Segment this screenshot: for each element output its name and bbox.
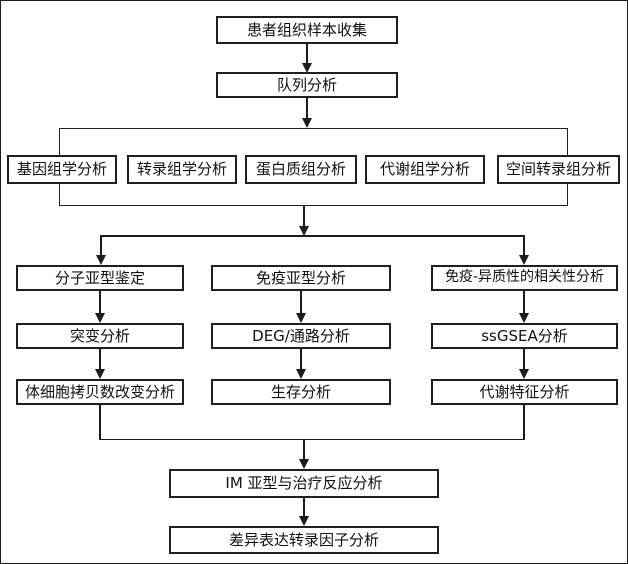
node-im-subtype-treatment-response-label: IM 亚型与治疗反应分析 xyxy=(225,474,383,493)
arrow-cohort-to-omics-head xyxy=(302,118,312,128)
node-immune-subtype: 免疫亚型分析 xyxy=(211,265,391,291)
arrow-merge-to-im-head xyxy=(299,459,309,469)
node-scna-analysis-label: 体细胞拷贝数改变分析 xyxy=(24,382,175,401)
node-genomics-label: 基因组学分析 xyxy=(16,160,107,179)
arrow-merge-to-im-line xyxy=(303,440,305,460)
node-ssgsea-analysis-label: ssGSEA分析 xyxy=(481,326,568,345)
node-proteomics-label: 蛋白质组分析 xyxy=(255,160,346,179)
node-metabolic-signature: 代谢特征分析 xyxy=(431,379,618,405)
node-immune-heterogeneity-correlation-label: 免疫-异质性的相关性分析 xyxy=(444,269,605,286)
arrow-molsubtype-to-mutation-line xyxy=(99,291,101,314)
node-diff-expressed-tf-label: 差异表达转录因子分析 xyxy=(228,530,379,549)
arrow-omics-to-branch-head xyxy=(299,226,309,236)
arrow-immunesubtype-to-deg-line xyxy=(300,291,302,314)
arrow-deg-to-survival-head xyxy=(296,369,306,379)
node-cohort-analysis-label: 队列分析 xyxy=(276,75,337,94)
node-ssgsea-analysis: ssGSEA分析 xyxy=(431,323,618,349)
branch-line xyxy=(100,235,525,237)
arrow-mutation-to-scna-line xyxy=(99,349,101,370)
arrow-ssgsea-to-metabolic-head xyxy=(519,369,529,379)
node-mutation-analysis: 突变分析 xyxy=(16,323,184,349)
merge-right-line xyxy=(523,405,525,440)
branch-drop-right-head xyxy=(519,255,529,265)
node-cohort-analysis: 队列分析 xyxy=(216,72,398,98)
arrow-im-to-tf-line xyxy=(303,498,305,517)
node-molecular-subtype: 分子亚型鉴定 xyxy=(16,265,184,291)
branch-drop-left-head xyxy=(96,255,106,265)
node-deg-pathway: DEG/通路分析 xyxy=(211,323,391,349)
arrow-patient-to-cohort-head xyxy=(302,63,312,73)
node-scna-analysis: 体细胞拷贝数改变分析 xyxy=(16,379,184,405)
node-mutation-analysis-label: 突变分析 xyxy=(69,326,130,345)
node-survival-analysis: 生存分析 xyxy=(211,379,391,405)
node-genomics: 基因组学分析 xyxy=(7,155,117,184)
node-metabolomics: 代谢组学分析 xyxy=(365,155,485,184)
node-transcriptomics-label: 转录组学分析 xyxy=(136,160,227,179)
arrow-immunehet-to-ssgsea-head xyxy=(519,313,529,323)
arrow-omics-to-branch-line xyxy=(303,206,305,227)
node-metabolic-signature-label: 代谢特征分析 xyxy=(479,382,570,401)
node-patient-collection-label: 患者组织样本收集 xyxy=(246,20,367,39)
node-deg-pathway-label: DEG/通路分析 xyxy=(252,326,350,345)
node-transcriptomics: 转录组学分析 xyxy=(127,155,237,184)
merge-line xyxy=(99,438,525,440)
arrow-ssgsea-to-metabolic-line xyxy=(523,349,525,370)
arrow-mutation-to-scna-head xyxy=(95,369,105,379)
arrow-deg-to-survival-line xyxy=(300,349,302,370)
node-spatial-transcriptomics-label: 空间转录组分析 xyxy=(505,160,611,179)
arrow-im-to-tf-head xyxy=(299,516,309,526)
node-im-subtype-treatment-response: IM 亚型与治疗反应分析 xyxy=(169,469,439,498)
arrow-immunesubtype-to-deg-head xyxy=(296,313,306,323)
node-immune-subtype-label: 免疫亚型分析 xyxy=(255,268,346,287)
arrow-cohort-to-omics-line xyxy=(306,98,308,119)
branch-drop-right-line xyxy=(523,236,525,256)
arrow-patient-to-cohort-line xyxy=(306,44,308,65)
node-survival-analysis-label: 生存分析 xyxy=(270,382,331,401)
merge-left-line xyxy=(99,405,101,440)
node-spatial-transcriptomics: 空间转录组分析 xyxy=(497,155,620,184)
node-patient-collection: 患者组织样本收集 xyxy=(216,16,398,44)
node-metabolomics-label: 代谢组学分析 xyxy=(379,160,470,179)
arrow-immunehet-to-ssgsea-line xyxy=(523,291,525,314)
branch-drop-left-line xyxy=(100,236,102,256)
node-diff-expressed-tf: 差异表达转录因子分析 xyxy=(169,526,439,554)
node-proteomics: 蛋白质组分析 xyxy=(245,155,357,184)
arrow-molsubtype-to-mutation-head xyxy=(95,313,105,323)
node-molecular-subtype-label: 分子亚型鉴定 xyxy=(54,268,145,287)
node-immune-heterogeneity-correlation: 免疫-异质性的相关性分析 xyxy=(431,265,618,291)
